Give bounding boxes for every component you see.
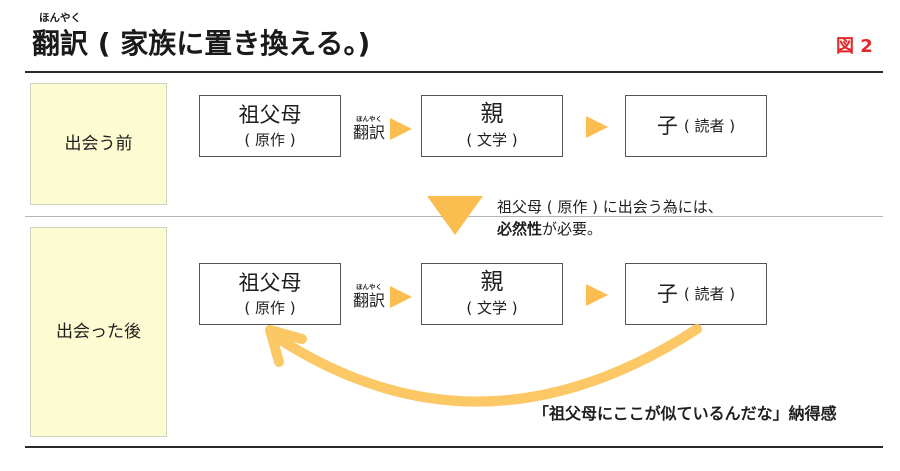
node-main: 親 bbox=[480, 101, 504, 127]
node-sub: ( 文学 ) bbox=[466, 131, 518, 149]
stage-label-after: 出会った後 bbox=[30, 227, 167, 437]
translation-label: 翻訳 bbox=[352, 291, 385, 310]
top-rule bbox=[25, 71, 883, 73]
title-base: ほんやく翻訳 bbox=[32, 12, 89, 60]
triangle-right-icon bbox=[586, 284, 608, 306]
figure-label: 図 2 bbox=[836, 36, 873, 57]
note-line-2-rest: が必要。 bbox=[542, 220, 603, 238]
flow-row-before: 祖父母 ( 原作 ) ほんやく 翻訳 親 ( 文学 ) 子 ( 読者 ) bbox=[0, 95, 900, 157]
note-line-2: 必然性が必要。 bbox=[497, 218, 723, 240]
note-emphasis: 必然性 bbox=[497, 220, 543, 238]
triangle-right-icon bbox=[390, 286, 412, 308]
curved-arrow-head bbox=[265, 325, 307, 367]
triangle-right-icon bbox=[586, 116, 608, 138]
translation-label: 翻訳 bbox=[352, 123, 385, 142]
node-grandparents: 祖父母 ( 原作 ) bbox=[199, 263, 341, 325]
node-sub: ( 読者 ) bbox=[683, 117, 736, 135]
stage-label-before: 出会う前 bbox=[30, 83, 167, 205]
title-ruby: ほんやく bbox=[39, 12, 81, 24]
triangle-right-icon bbox=[390, 118, 412, 140]
node-sub: ( 原作 ) bbox=[244, 130, 296, 149]
stage-label-text: 出会う前 bbox=[64, 134, 133, 154]
feedback-caption: 「祖父母にここが似ているんだな」納得感 bbox=[533, 404, 837, 423]
bottom-rule bbox=[25, 446, 883, 448]
flow-row-after: 祖父母 ( 原作 ) ほんやく 翻訳 親 ( 文学 ) 子 ( 読者 ) bbox=[0, 263, 900, 325]
node-child: 子 ( 読者 ) bbox=[625, 95, 767, 157]
node-sub: ( 文学 ) bbox=[466, 299, 518, 317]
curved-arrow-shaft bbox=[271, 324, 702, 407]
node-parent: 親 ( 文学 ) bbox=[421, 95, 563, 157]
translation-ruby: ほんやく bbox=[356, 283, 382, 291]
node-grandparents: 祖父母 ( 原作 ) bbox=[199, 95, 341, 157]
node-main: 祖父母 bbox=[238, 270, 302, 295]
node-parent: 親 ( 文学 ) bbox=[421, 263, 563, 325]
node-sub: ( 原作 ) bbox=[244, 298, 296, 317]
title-rest: ( 家族に置き換える。) bbox=[88, 27, 371, 60]
title-base-text: 翻訳 bbox=[32, 27, 89, 60]
note-line-1: 祖父母 ( 原作 ) に出会う為には、 bbox=[497, 198, 723, 216]
node-sub: ( 読者 ) bbox=[683, 285, 736, 303]
page-title: ほんやく翻訳 ( 家族に置き換える。) bbox=[32, 12, 371, 60]
node-main: 親 bbox=[480, 269, 504, 295]
triangle-down-icon bbox=[427, 196, 483, 235]
node-main: 子 bbox=[656, 282, 678, 306]
translation-connector: ほんやく 翻訳 bbox=[349, 283, 389, 311]
transition-note: 祖父母 ( 原作 ) に出会う為には、 必然性が必要。 bbox=[497, 196, 723, 240]
translation-connector: ほんやく 翻訳 bbox=[349, 115, 389, 143]
translation-ruby: ほんやく bbox=[356, 115, 382, 123]
stage-label-text: 出会った後 bbox=[56, 322, 141, 342]
node-main: 祖父母 bbox=[238, 102, 302, 127]
node-child: 子 ( 読者 ) bbox=[625, 263, 767, 325]
node-main: 子 bbox=[656, 114, 678, 138]
